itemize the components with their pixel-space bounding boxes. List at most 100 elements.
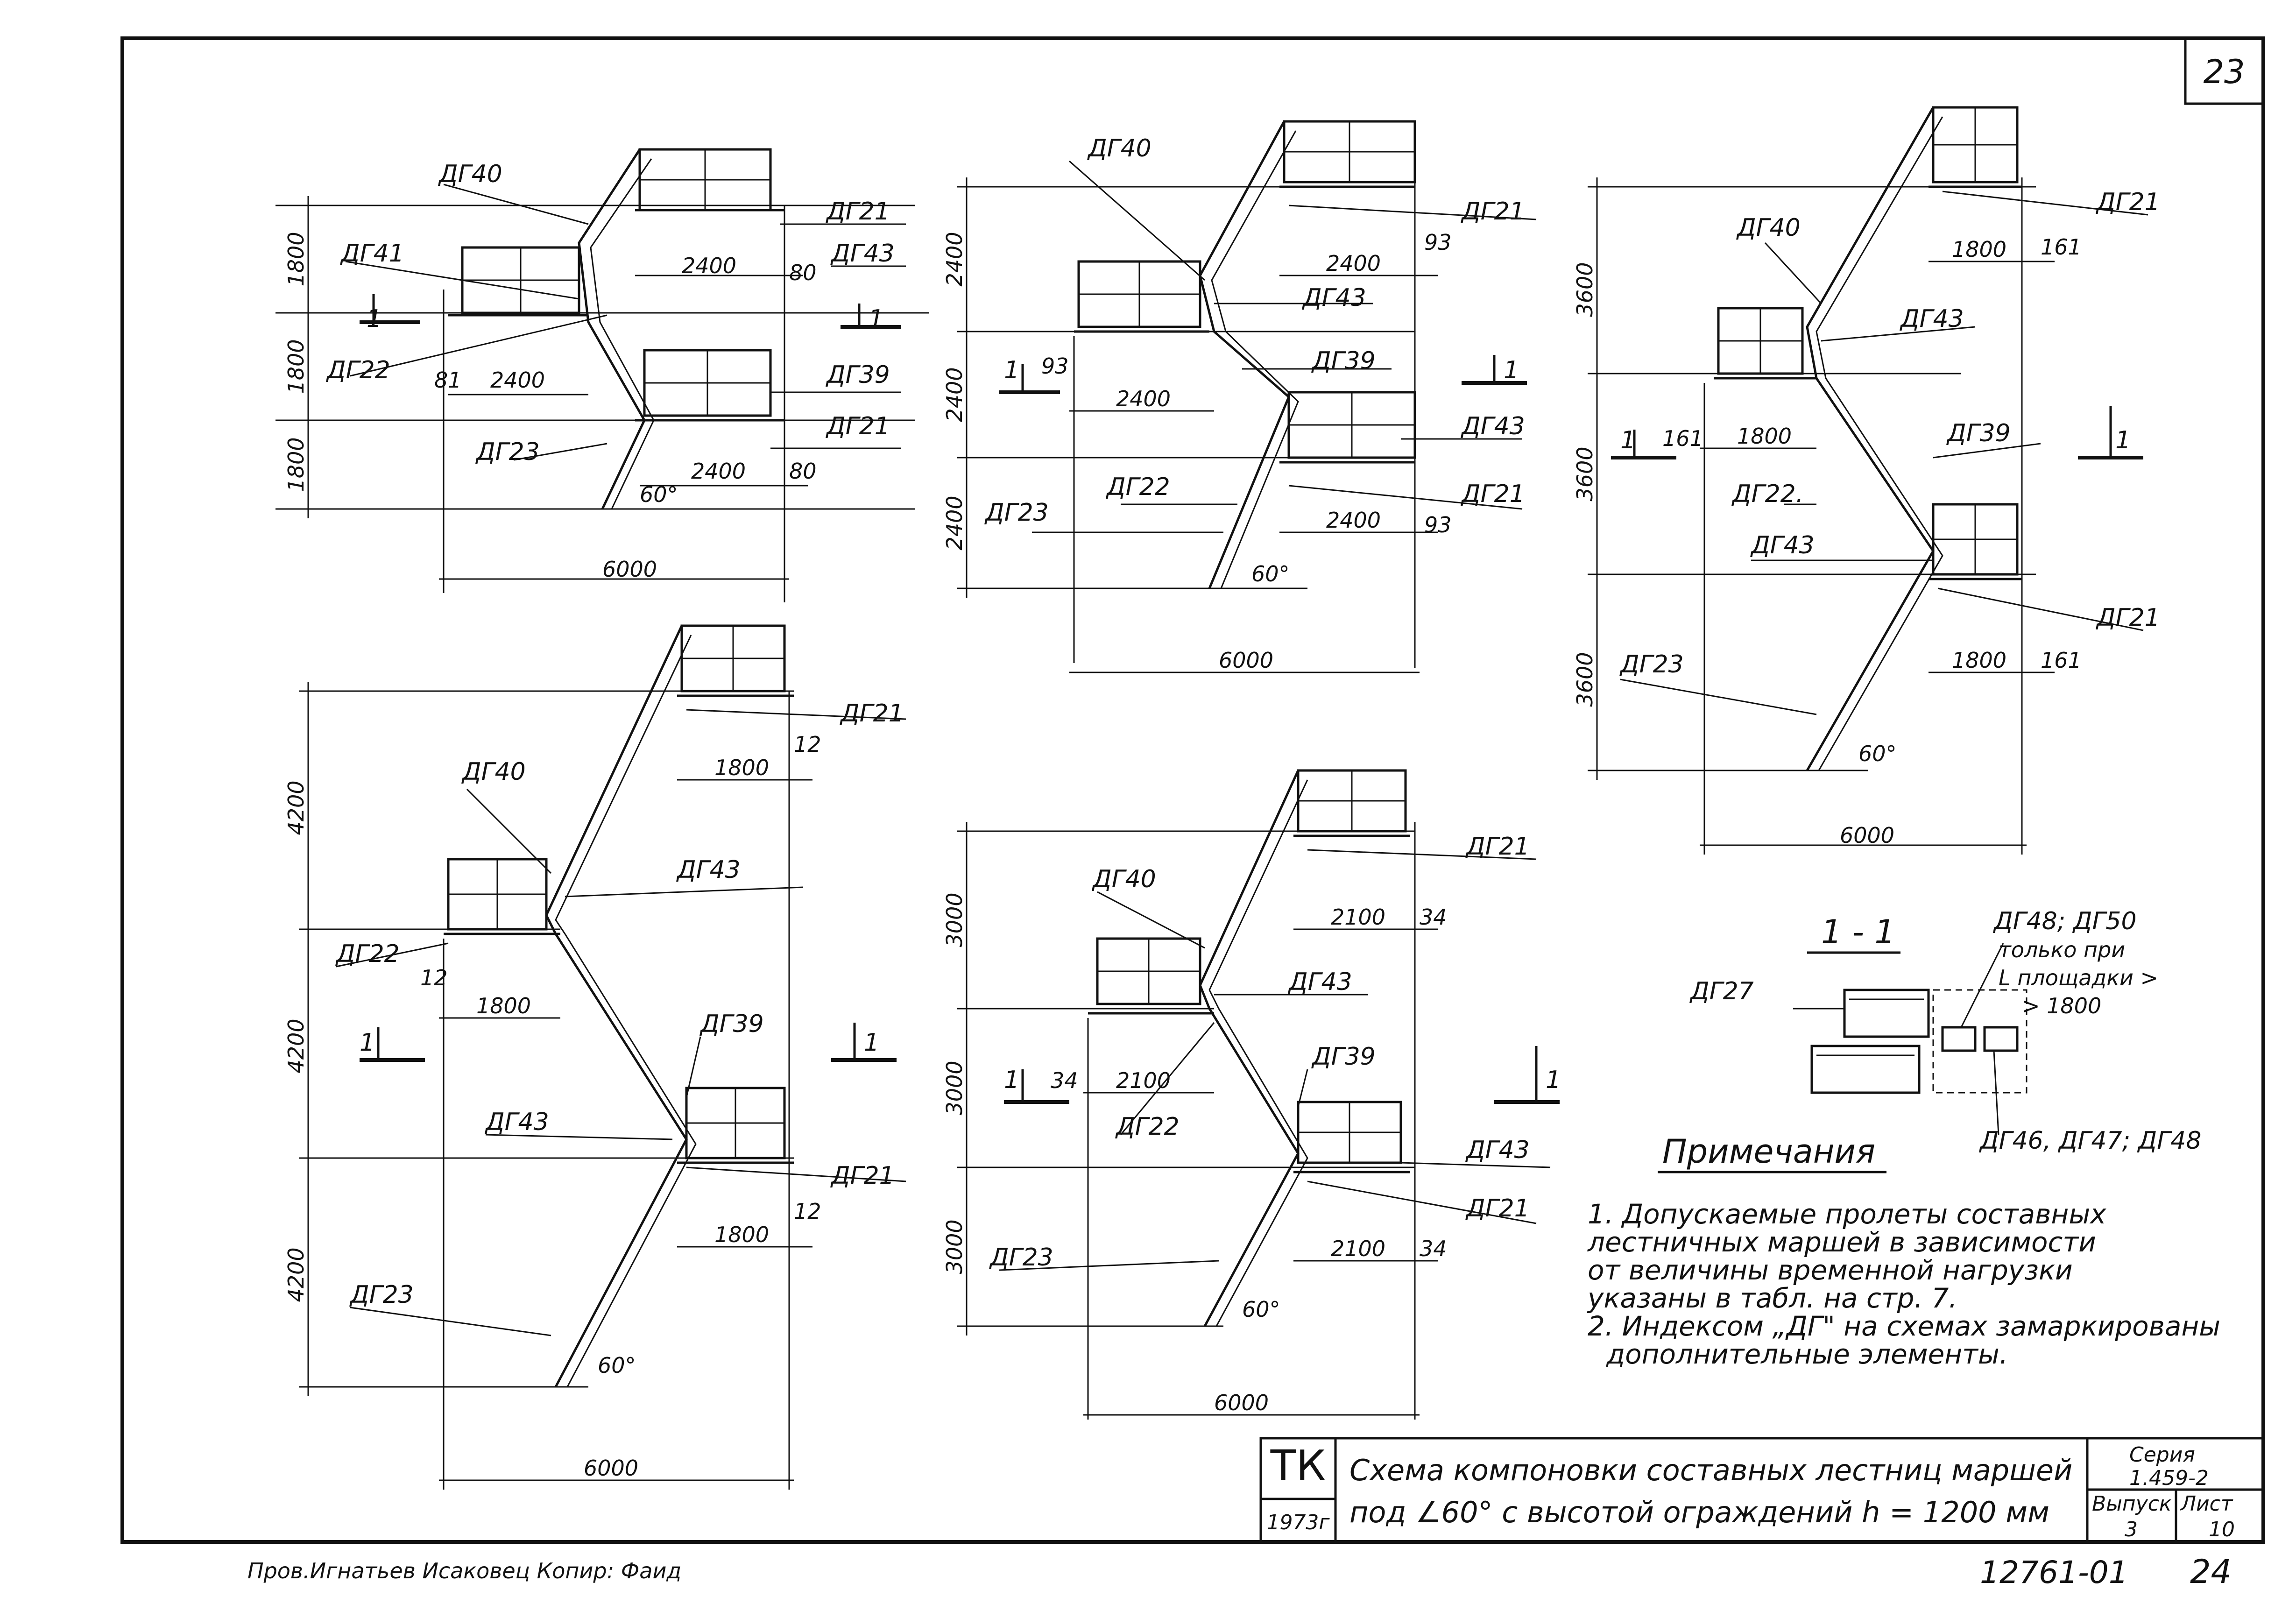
- d1-hdim-4: 2400: [490, 367, 545, 393]
- d2-angle: 60°: [1251, 561, 1290, 586]
- d5-label-3: ДГ43: [1288, 968, 1352, 996]
- series-value: 1.459-2: [2129, 1466, 2209, 1490]
- d4-label-1: ДГ21: [840, 700, 904, 728]
- diagram-4: ДГ21 ДГ40 ДГ43 ДГ22 ДГ39 ДГ43 ДГ21 ДГ23 …: [283, 624, 906, 1490]
- d4-label-4: ДГ22: [335, 940, 400, 968]
- notes-title: Примечания: [1662, 1132, 1875, 1171]
- note-line-3: от величины временной нагрузки: [1588, 1254, 2073, 1286]
- d3-vdim-1: 3600: [1572, 262, 1597, 317]
- d2-hdim-1: 2400: [1326, 251, 1381, 276]
- d4-label-6: ДГ43: [485, 1108, 549, 1136]
- d2-vdim-1: 2400: [942, 232, 967, 286]
- d5-label-8: ДГ23: [989, 1244, 1053, 1272]
- d4-vdim-3: 4200: [283, 1247, 309, 1302]
- d4-label-7: ДГ21: [830, 1162, 895, 1190]
- diagram-3: ДГ21 ДГ40 ДГ43 ДГ39 ДГ22. ДГ43 ДГ21 ДГ23…: [1572, 106, 2160, 855]
- d4-section-left: 1: [360, 1029, 375, 1057]
- d3-label-1: ДГ21: [2096, 188, 2160, 216]
- d4-hdim-2: 12: [794, 732, 821, 757]
- d1-hdim-1: 2400: [682, 253, 736, 278]
- d5-hdim-1: 2100: [1331, 904, 1385, 930]
- footer-code: 12761-01: [1980, 1555, 2128, 1590]
- d5-vdim-1: 3000: [942, 892, 967, 947]
- d2-label-3: ДГ43: [1302, 284, 1366, 312]
- d2-hdim-5: 2400: [1326, 508, 1381, 533]
- d5-label-5: ДГ22: [1115, 1113, 1180, 1141]
- d1-hdim-5: 2400: [691, 459, 746, 484]
- d1-vdim-2: 1800: [283, 339, 309, 394]
- d3-label-5: ДГ22.: [1731, 480, 1803, 508]
- notes-block: Примечания 1. Допускаемые пролеты состав…: [1587, 1132, 2220, 1370]
- d5-label-2: ДГ40: [1092, 865, 1156, 893]
- section-label-top-1: ДГ48; ДГ50: [1993, 907, 2137, 935]
- d5-vdim-2: 3000: [942, 1060, 967, 1115]
- sheet-number-box: [2184, 37, 2265, 105]
- note-line-2: лестничных маршей в зависимости: [1587, 1226, 2096, 1258]
- d5-section-left: 1: [1004, 1066, 1019, 1094]
- d2-vdim-3: 2400: [942, 495, 967, 550]
- title-year: 1973г: [1266, 1511, 1330, 1534]
- d3-angle: 60°: [1858, 741, 1897, 766]
- d5-angle: 60°: [1242, 1297, 1280, 1322]
- d3-label-4: ДГ39: [1946, 419, 2011, 447]
- note-line-4: указаны в табл. на стр. 7.: [1587, 1282, 1957, 1314]
- d2-hdim-3: 93: [1041, 353, 1069, 379]
- d5-hdim-3: 34: [1051, 1068, 1078, 1093]
- d4-vdim-1: 4200: [283, 780, 309, 835]
- d5-vdim-3: 3000: [942, 1219, 967, 1274]
- d3-hdim-5: 1800: [1952, 648, 2006, 673]
- d2-label-8: ДГ21: [1461, 480, 1525, 508]
- d1-hdim-2: 80: [789, 260, 817, 285]
- issue-label: Выпуск: [2092, 1492, 2172, 1516]
- d2-section-right: 1: [1504, 356, 1519, 384]
- d4-section-right: 1: [864, 1029, 879, 1057]
- d3-hdim-6: 161: [2041, 648, 2082, 673]
- d4-hdim-6: 12: [794, 1199, 821, 1224]
- d1-label-8: ДГ21: [826, 412, 890, 440]
- d5-hdim-4: 2100: [1116, 1068, 1171, 1093]
- d2-hdim-6: 93: [1424, 512, 1452, 537]
- d5-hdim-5: 2100: [1331, 1236, 1385, 1261]
- d2-label-1: ДГ40: [1087, 134, 1152, 163]
- diagram-2: ДГ40 ДГ21 ДГ43 ДГ39 ДГ43 ДГ22 ДГ23 ДГ21 …: [942, 120, 1537, 673]
- d5-label-7: ДГ21: [1465, 1194, 1530, 1222]
- d2-vdim-2: 2400: [942, 367, 967, 422]
- note-line-5: 2. Индексом „ДГ" на схемах замаркированы: [1588, 1310, 2220, 1342]
- d1-label-1: ДГ40: [438, 160, 502, 188]
- d2-label-4: ДГ39: [1311, 347, 1376, 375]
- d4-label-5: ДГ39: [699, 1010, 764, 1038]
- note-line-6: дополнительные элементы.: [1606, 1338, 2008, 1370]
- d1-hdim-3: 81: [434, 367, 462, 393]
- d4-label-3: ДГ43: [676, 856, 741, 884]
- title-org: ТК: [1270, 1441, 1326, 1491]
- d3-label-3: ДГ43: [1900, 305, 1964, 333]
- d2-label-6: ДГ22: [1106, 473, 1170, 501]
- d5-label-4: ДГ39: [1311, 1043, 1376, 1071]
- d4-label-2: ДГ40: [461, 758, 526, 786]
- d2-width: 6000: [1219, 648, 1273, 673]
- d3-hdim-3: 161: [1662, 426, 1703, 451]
- section-view: 1 - 1 ДГ27 ДГ48; ДГ50 только при L площа…: [1689, 907, 2201, 1155]
- d5-hdim-6: 34: [1420, 1236, 1447, 1261]
- section-title: 1 - 1: [1821, 913, 1895, 951]
- d5-label-6: ДГ43: [1465, 1136, 1530, 1164]
- title-line-1: Схема компоновки составных лестниц марше…: [1349, 1453, 2072, 1487]
- d2-label-5: ДГ43: [1461, 412, 1525, 440]
- sheet-frame: [120, 36, 2265, 1544]
- sheet-number: 23: [2203, 53, 2245, 91]
- d3-hdim-2: 161: [2041, 234, 2082, 260]
- d4-angle: 60°: [598, 1353, 636, 1378]
- d1-vdim-1: 1800: [283, 232, 309, 286]
- d3-hdim-1: 1800: [1952, 237, 2006, 262]
- d3-label-6: ДГ43: [1750, 531, 1815, 559]
- d3-label-8: ДГ23: [1619, 650, 1684, 678]
- d1-label-7: ДГ23: [475, 438, 540, 466]
- title-line-2: под ∠60° с высотой ограждений h = 1200 м…: [1349, 1495, 2049, 1529]
- d3-label-7: ДГ21: [2096, 604, 2160, 632]
- d4-width: 6000: [584, 1456, 638, 1481]
- d5-label-1: ДГ21: [1465, 833, 1530, 861]
- issue-value: 3: [2125, 1518, 2138, 1541]
- series-label: Серия: [2129, 1443, 2195, 1467]
- footer-handwriting: Пров.Игнатьев Исаковец Копир: Фаид: [247, 1558, 681, 1583]
